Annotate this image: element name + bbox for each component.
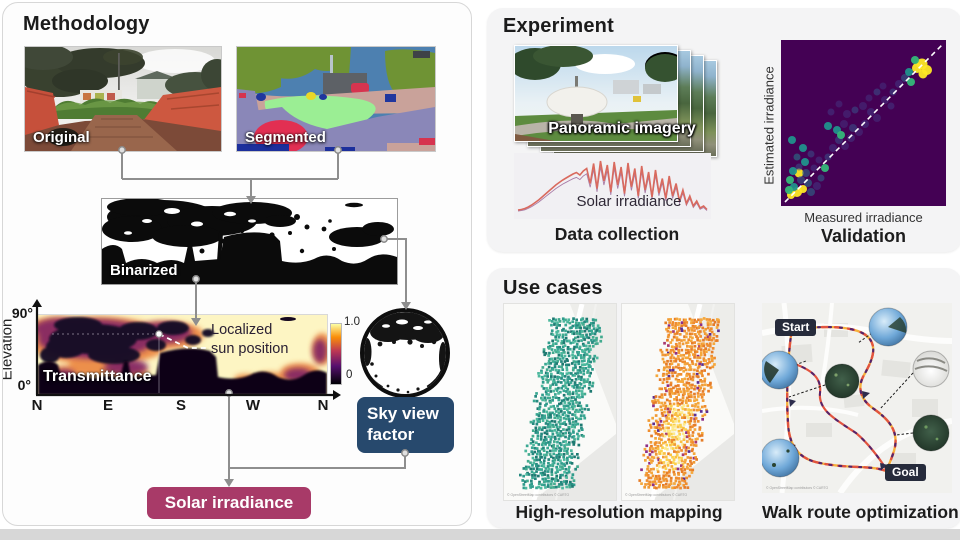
compass-tick-n1: N xyxy=(31,397,43,414)
compass-tick-s: S xyxy=(175,397,186,414)
segmented-panorama-image: Segmented xyxy=(236,46,436,152)
fisheye-art xyxy=(360,308,450,398)
map2-attribution: © OpenStreetMap contributors © CARTO xyxy=(625,493,688,497)
panoramic-imagery-label: Panoramic imagery xyxy=(548,120,696,137)
map-teal-art: © OpenStreetMap contributors © CARTO xyxy=(507,304,616,500)
sky-view-factor-badge: Sky view factor xyxy=(357,397,454,453)
panoramic-stack: Panoramic imagery xyxy=(487,8,747,168)
original-panorama-image: Original xyxy=(24,46,222,152)
solar-curve-art xyxy=(517,160,708,212)
methodology-title: Methodology xyxy=(23,13,150,35)
colorbar-max-label: 1.0 xyxy=(344,316,360,328)
binarized-image: Binarized xyxy=(101,198,398,285)
experiment-panel: Experiment xyxy=(487,8,960,252)
colorbar-min-label: 0 xyxy=(346,369,353,381)
binarized-art xyxy=(102,199,397,284)
station-panorama-art xyxy=(515,46,677,141)
transmittance-label: Transmittance xyxy=(43,368,152,385)
mapping-map-teal: © OpenStreetMap contributors © CARTO xyxy=(503,303,617,501)
start-badge: Start xyxy=(775,319,817,336)
compass-tick-n2: N xyxy=(317,397,329,414)
solar-plot-label: Solar irradiance xyxy=(576,193,682,210)
experiment-title: Experiment xyxy=(503,15,614,37)
validation-y-axis-label: Estimated irradiance xyxy=(761,66,777,185)
use-cases-title: Use cases xyxy=(503,277,603,299)
stack-photo-1 xyxy=(514,45,678,142)
validation-scatter-art xyxy=(781,40,946,206)
elevation-tick-0: 0° xyxy=(17,377,31,393)
mapping-caption: High-resolution mapping xyxy=(515,502,723,522)
binarized-label: Binarized xyxy=(110,262,178,279)
fisheye-sky-image xyxy=(358,306,452,400)
original-label: Original xyxy=(33,129,90,146)
validation-caption: Validation xyxy=(820,226,907,246)
goal-badge: Goal xyxy=(885,464,926,481)
original-panorama-art xyxy=(25,47,221,151)
transmittance-colorbar xyxy=(330,323,342,385)
transmittance-plot xyxy=(37,314,328,396)
compass-tick-e: E xyxy=(102,397,113,414)
solar-irradiance-chart: Solar irradiance xyxy=(514,153,711,219)
map-orange-art: © OpenStreetMap contributors © CARTO xyxy=(625,304,734,500)
route-caption: Walk route optimization xyxy=(762,502,959,522)
route-map-attribution: © OpenStreetMap contributors © CARTO xyxy=(766,486,829,490)
map1-attribution: © OpenStreetMap contributors © CARTO xyxy=(507,493,570,497)
walk-route-map: © OpenStreetMap contributors © CARTO Sta… xyxy=(762,303,952,493)
transmittance-heatmap-art xyxy=(38,315,327,395)
elevation-tick-90: 90° xyxy=(11,305,33,321)
compass-tick-w: W xyxy=(245,397,261,414)
bottom-edge-bar xyxy=(0,529,960,540)
segmented-panorama-art xyxy=(237,47,435,151)
solar-irradiance-badge: Solar irradiance xyxy=(147,487,311,519)
use-cases-panel: Use cases © OpenStreetMap contributors ©… xyxy=(487,268,960,528)
validation-x-axis-label: Measured irradiance xyxy=(804,210,923,225)
sun-position-annotation: Localized sun position xyxy=(211,322,289,357)
segmented-label: Segmented xyxy=(245,129,326,146)
mapping-map-orange: © OpenStreetMap contributors © CARTO xyxy=(621,303,735,501)
methodology-panel: Methodology xyxy=(2,2,472,526)
validation-plot xyxy=(781,40,946,206)
data-collection-caption: Data collection xyxy=(554,224,680,244)
